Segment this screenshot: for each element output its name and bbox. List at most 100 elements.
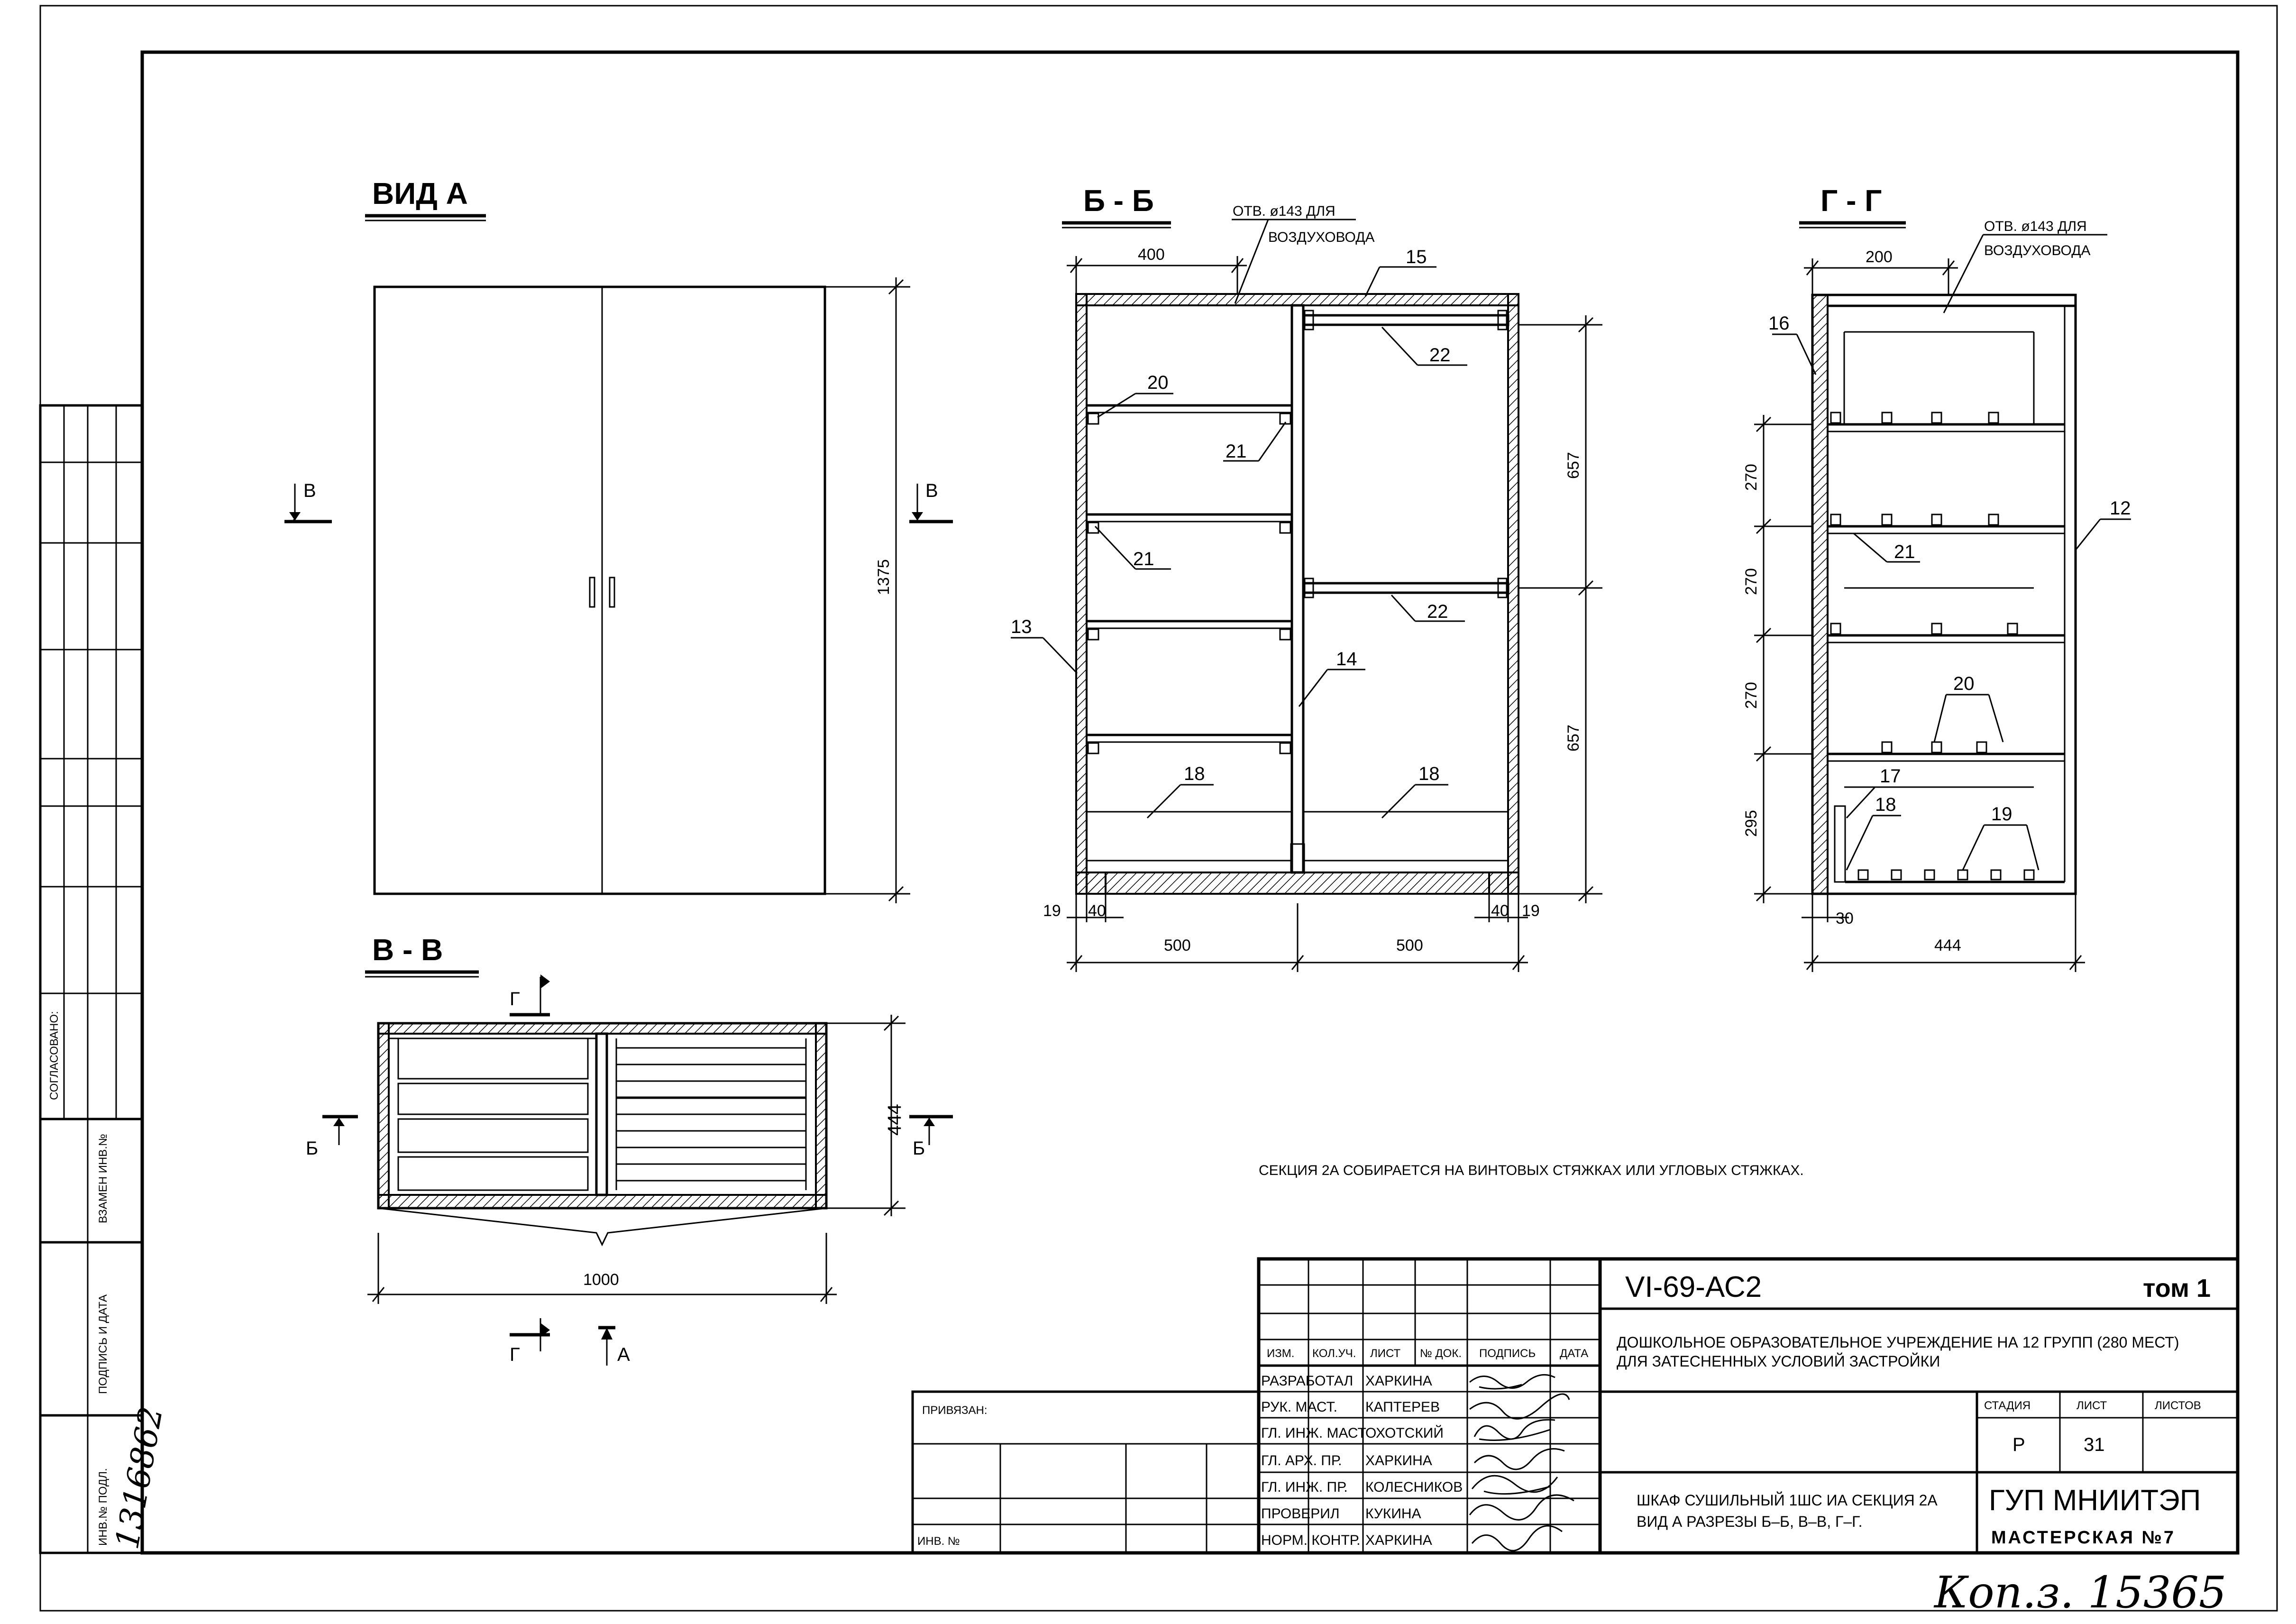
name-3: ХАРКИНА [1365,1453,1432,1468]
privyazan-label: ПРИВЯЗАН: [922,1404,988,1417]
b-b-callout-13: 13 [1011,616,1032,637]
g-g-hole-note: ОТВ. ø143 ДЛЯ [1984,219,2087,234]
inner-frame [140,50,2240,1555]
g-g-dim-v1: 270 [1742,464,1760,491]
sheet-title2: ВИД А РАЗРЕЗЫ Б–Б, В–В, Г–Г. [1637,1513,1862,1530]
g-g-dim-v2: 270 [1742,568,1760,595]
cabinet-front [373,285,826,895]
b-b-callout-22b: 22 [1427,601,1448,622]
view-section-b-b: Б - Б ОТВ. ø143 ДЛЯ ВОЗДУХОВОДА [1011,184,1602,972]
role-6: НОРМ. КОНТР. [1261,1532,1360,1548]
b-b-dim-bottom-right: 500 [1396,936,1423,954]
b-b-dim-bottom-left: 500 [1164,936,1191,954]
v-v-cut-b-right: Б [913,1138,925,1159]
v-v-cut-g-bottom: Г [510,1344,520,1365]
g-g-title: Г - Г [1820,184,1882,218]
hdr-doc: № ДОК. [1420,1347,1462,1360]
b-b-callout-21a: 21 [1226,441,1247,462]
b-b-title: Б - Б [1083,184,1154,218]
title-block: ИЗМ. КОЛ.УЧ. ЛИСТ № ДОК. ПОДПИСЬ ДАТА РА… [1257,1257,2240,1555]
doc-code: VI-69-АС2 [1625,1271,1762,1303]
b-b-callout-20: 20 [1147,372,1169,393]
vzamen-label: ВЗАМЕН ИНВ.№ [97,1134,110,1223]
org-name: ГУП МНИИТЭП [1989,1484,2201,1517]
sheet-title: ШКАФ СУШИЛЬНЫЙ 1ШС ИА СЕКЦИЯ 2А [1637,1492,1938,1509]
hdr-kol: КОЛ.УЧ. [1312,1347,1356,1360]
door-handle-left [589,577,595,608]
project-name2: ДЛЯ ЗАТЕСНЕННЫХ УСЛОВИЙ ЗАСТРОЙКИ [1617,1353,1940,1370]
b-b-callout-14: 14 [1336,649,1357,670]
b-b-hole-note: ОТВ. ø143 ДЛЯ [1233,203,1336,219]
view-section-g-g: Г - Г ОТВ. ø143 ДЛЯ ВОЗДУХОВОДА [1742,184,2131,972]
g-g-callout-16: 16 [1768,313,1790,334]
inv-podl-label: ИНВ.№ ПОДЛ. [97,1468,110,1546]
name-5: КУКИНА [1365,1506,1421,1522]
g-g-dim-top: 200 [1866,248,1893,266]
view-section-v-v: В - В 444 [306,933,953,1366]
project-name: ДОШКОЛЬНОЕ ОБРАЗОВАТЕЛЬНОЕ УЧРЕЖДЕНИЕ НА… [1617,1334,2179,1351]
v-v-cut-g-top: Г [510,989,520,1009]
stage-hdr: СТАДИЯ [1984,1399,2031,1412]
b-b-dim-left-19: 19 [1043,902,1061,920]
b-b-dim-right-lower: 657 [1564,725,1583,752]
name-0: ХАРКИНА [1365,1373,1432,1389]
role-1: РУК. МАСТ. [1261,1399,1337,1415]
v-v-cut-a: А [617,1344,630,1365]
v-v-depth-dim: 444 [884,1104,905,1136]
hdr-date: ДАТА [1560,1347,1588,1360]
g-g-callout-20: 20 [1953,673,1975,694]
v-v-width-dim: 1000 [583,1271,619,1289]
list-val: 31 [2084,1434,2105,1455]
name-1: КАПТЕРЕВ [1365,1399,1440,1415]
b-b-hole-note2: ВОЗДУХОВОДА [1268,229,1375,245]
role-4: ГЛ. ИНЖ. ПР. [1261,1479,1348,1495]
b-b-dim-right-40: 40 [1491,902,1509,920]
signatures [1469,1374,1574,1551]
hdr-izm: ИЗМ. [1267,1347,1294,1360]
inv-label: ИНВ. № [917,1535,960,1548]
soglasovano-label: СОГЛАСОВАНО: [48,1011,61,1100]
side-strip: СОГЛАСОВАНО: ВЗАМЕН ИНВ.№ ПОДПИСЬ И ДАТА… [39,404,170,1554]
g-g-dim-small: 30 [1836,909,1854,927]
listov-hdr: ЛИСТОВ [2155,1399,2201,1412]
door-handle-right [609,577,615,608]
role-2: ГЛ. ИНЖ. МАСТ [1261,1425,1366,1441]
list-hdr: ЛИСТ [2076,1399,2107,1412]
v-v-cut-b-left: Б [306,1138,318,1159]
g-g-callout-17: 17 [1880,766,1901,787]
cut-mark-v-right: В [925,480,938,501]
b-b-callout-18b: 18 [1418,763,1440,784]
g-g-dim-bottom: 444 [1934,936,1961,954]
g-g-callout-18: 18 [1875,794,1896,815]
hdr-sign: ПОДПИСЬ [1479,1347,1536,1360]
role-3: ГЛ. АРХ. ПР. [1261,1453,1342,1468]
stamp-handwritten: 1316862 [109,1404,170,1552]
name-2: ОХОТСКИЙ [1365,1425,1444,1441]
b-b-callout-15: 15 [1406,247,1427,267]
b-b-dim-top: 400 [1138,246,1165,264]
b-b-dim-left-40: 40 [1088,902,1106,920]
assembly-note: СЕКЦИЯ 2А СОБИРАЕТСЯ НА ВИНТОВЫХ СТЯЖКАХ… [1259,1163,1804,1178]
b-b-callout-18a: 18 [1184,763,1205,784]
g-g-dim-v4: 295 [1742,810,1760,837]
hdr-list: ЛИСТ [1370,1347,1401,1360]
g-g-dim-v3: 270 [1742,682,1760,709]
b-b-dim-right-19: 19 [1522,902,1540,920]
role-0: РАЗРАБОТАЛ [1261,1373,1353,1389]
binding-block: ПРИВЯЗАН: ИНВ. № [911,1390,1260,1554]
b-b-dim-right-upper: 657 [1564,452,1583,479]
b-b-callout-22a: 22 [1429,345,1451,366]
cut-mark-v-left: В [303,480,316,501]
role-5: ПРОВЕРИЛ [1261,1506,1340,1522]
vid-a-height-dim: 1375 [875,559,893,595]
volume: том 1 [2143,1274,2211,1303]
g-g-hole-note2: ВОЗДУХОВОДА [1984,243,2091,258]
g-g-callout-19: 19 [1991,804,2012,825]
g-g-callout-21: 21 [1894,541,1915,562]
b-b-callout-21b: 21 [1133,549,1154,569]
stage-val: Р [2012,1434,2025,1455]
v-v-title: В - В [372,933,443,967]
workshop-name: МАСТЕРСКАЯ №7 [1991,1528,2176,1548]
name-6: ХАРКИНА [1365,1532,1432,1548]
